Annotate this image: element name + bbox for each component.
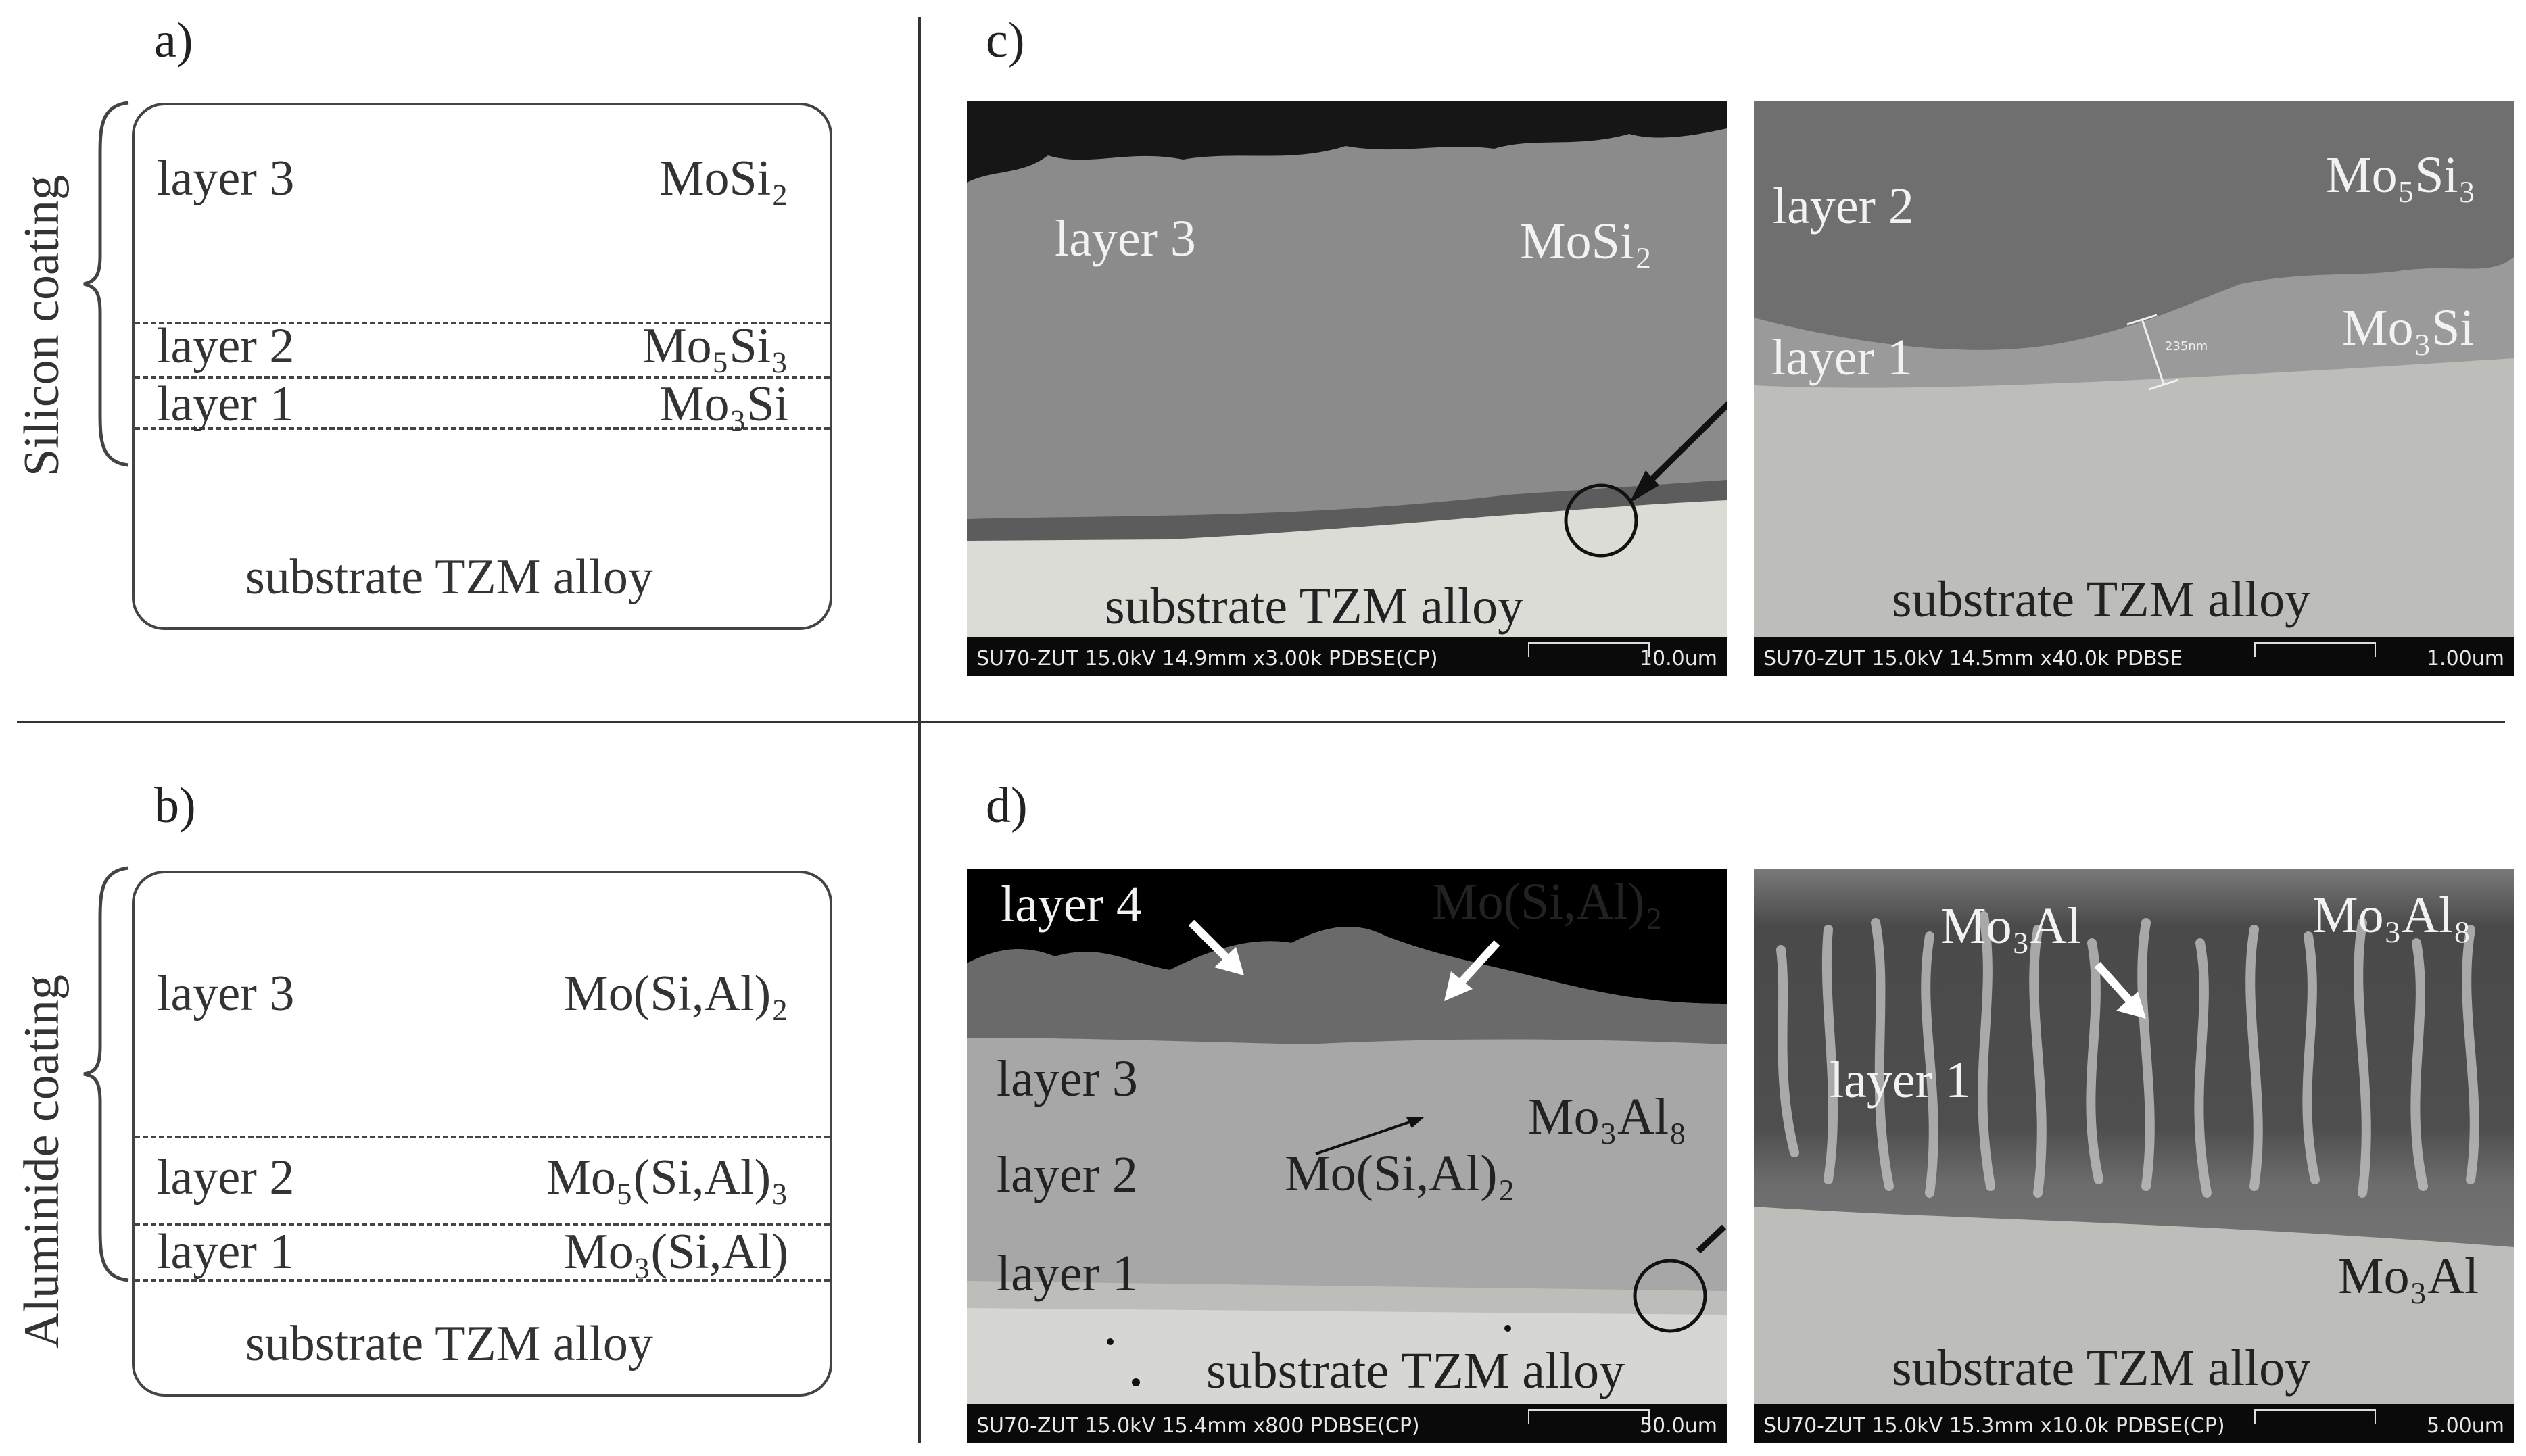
sem-info: SU70-ZUT 15.0kV 15.3mm x10.0k PDBSE(CP): [1763, 1414, 2225, 1438]
dash-line: [135, 376, 830, 379]
sem-scale: 10.0um: [1639, 647, 1717, 671]
sem-c-right-phase-mid: Mo₃Si: [2342, 299, 2475, 356]
panel-label-a: a): [154, 13, 193, 68]
sem-info-bar: SU70-ZUT 15.0kV 14.5mm x40.0k PDBSE 1.00…: [1754, 637, 2514, 676]
sem-d-left-phase-mid: Mo(Si,Al)₂: [1285, 1145, 1516, 1202]
scale-ruler: [1528, 642, 1650, 657]
sem-d-left-substrate: substrate TZM alloy: [1206, 1342, 1625, 1399]
sem-d-right-substrate: substrate TZM alloy: [1892, 1340, 2311, 1397]
schem-b-phase1: Mo₃(Si,Al): [563, 1224, 788, 1280]
sem-texture: [1754, 869, 2514, 1443]
sem-image-c-left: layer 3 MoSi₂ substrate TZM alloy SU70-Z…: [967, 101, 1727, 676]
dash-line: [135, 322, 830, 324]
schem-a-phase2: Mo₅Si₃: [642, 318, 788, 374]
sem-c-right-measure: 235nm: [2165, 339, 2208, 354]
brace-b: [83, 866, 129, 1282]
sem-c-right-substrate: substrate TZM alloy: [1892, 571, 2311, 628]
sem-c-right-layer1: layer 1: [1771, 329, 1913, 386]
panel-label-b: b): [154, 778, 196, 833]
schem-a-phase1: Mo₃Si: [659, 377, 788, 432]
dash-line: [135, 1223, 830, 1226]
sem-d-left-layer3: layer 3: [997, 1050, 1138, 1107]
sem-d-right-phase-bottom: Mo₃Al: [2338, 1248, 2479, 1305]
scale-ruler: [2254, 642, 2376, 657]
sem-info: SU70-ZUT 15.0kV 15.4mm x800 PDBSE(CP): [976, 1414, 1420, 1438]
sem-d-right-phase-mo3al: Mo₃Al: [1940, 898, 2082, 954]
scale-ruler: [2254, 1409, 2376, 1424]
sem-d-left-phase-top: Mo(Si,Al)₂: [1432, 873, 1663, 930]
schem-a-substrate: substrate TZM alloy: [245, 550, 653, 605]
sem-d-right-layer1: layer 1: [1830, 1052, 1971, 1109]
panel-label-c: c): [986, 13, 1025, 68]
sem-info-bar: SU70-ZUT 15.0kV 14.9mm x3.00k PDBSE(CP) …: [967, 637, 1727, 676]
schem-b-layer3: layer 3: [157, 966, 295, 1021]
sem-texture: [1754, 101, 2514, 676]
sem-texture: [967, 101, 1727, 676]
horizontal-divider: [17, 721, 2505, 723]
schem-b-phase3: Mo(Si,Al)₂: [563, 966, 788, 1021]
schem-a-phase3: MoSi₂: [659, 151, 788, 206]
vertical-divider: [918, 17, 921, 1443]
sem-d-left-phase-al8: Mo₃Al₈: [1528, 1088, 1687, 1145]
dash-line: [135, 427, 830, 430]
dash-line: [135, 1279, 830, 1282]
sem-c-left-substrate: substrate TZM alloy: [1105, 578, 1524, 635]
brace-a: [83, 101, 129, 467]
sem-c-left-layer3: layer 3: [1055, 210, 1196, 267]
sem-info-bar: SU70-ZUT 15.0kV 15.3mm x10.0k PDBSE(CP) …: [1754, 1404, 2514, 1443]
sem-d-left-layer1: layer 1: [997, 1245, 1138, 1302]
schem-b-layer2: layer 2: [157, 1150, 295, 1205]
sem-image-d-left: layer 4 Mo(Si,Al)₂ layer 3 Mo₃Al₈ layer …: [967, 869, 1727, 1443]
scale-ruler: [1528, 1409, 1650, 1424]
sem-scale: 50.0um: [1639, 1414, 1717, 1438]
schem-a-layer1: layer 1: [157, 377, 295, 432]
schem-b-phase2: Mo₅(Si,Al)₃: [546, 1150, 788, 1205]
schem-b-layer1: layer 1: [157, 1224, 295, 1280]
sem-info: SU70-ZUT 15.0kV 14.5mm x40.0k PDBSE: [1763, 647, 2183, 671]
sem-image-c-right: layer 2 Mo₅Si₃ layer 1 Mo₃Si 235nm subst…: [1754, 101, 2514, 676]
schem-a-layer2: layer 2: [157, 318, 295, 374]
sem-c-right-layer2: layer 2: [1773, 178, 1914, 235]
schem-b-substrate: substrate TZM alloy: [245, 1316, 653, 1372]
sem-info: SU70-ZUT 15.0kV 14.9mm x3.00k PDBSE(CP): [976, 647, 1438, 671]
schematic-b-box: [132, 871, 832, 1397]
sem-c-left-phase: MoSi₂: [1520, 213, 1652, 270]
dash-line: [135, 1136, 830, 1138]
panel-label-d: d): [986, 778, 1028, 833]
sem-d-left-layer2: layer 2: [997, 1146, 1138, 1203]
sem-d-right-phase-mo3al8: Mo₃Al₈: [2312, 887, 2471, 944]
sem-scale: 1.00um: [2426, 647, 2504, 671]
aluminide-coating-label: Aluminide coating: [14, 975, 70, 1349]
sem-image-d-right: Mo₃Al Mo₃Al₈ layer 1 Mo₃Al substrate TZM…: [1754, 869, 2514, 1443]
sem-info-bar: SU70-ZUT 15.0kV 15.4mm x800 PDBSE(CP) 50…: [967, 1404, 1727, 1443]
schematic-a-box: [132, 103, 832, 630]
silicon-coating-label: Silicon coating: [14, 175, 70, 477]
sem-c-right-phase-top: Mo₅Si₃: [2326, 147, 2476, 203]
schem-a-layer3: layer 3: [157, 151, 295, 206]
sem-scale: 5.00um: [2426, 1414, 2504, 1438]
sem-d-left-layer4: layer 4: [1001, 876, 1142, 933]
